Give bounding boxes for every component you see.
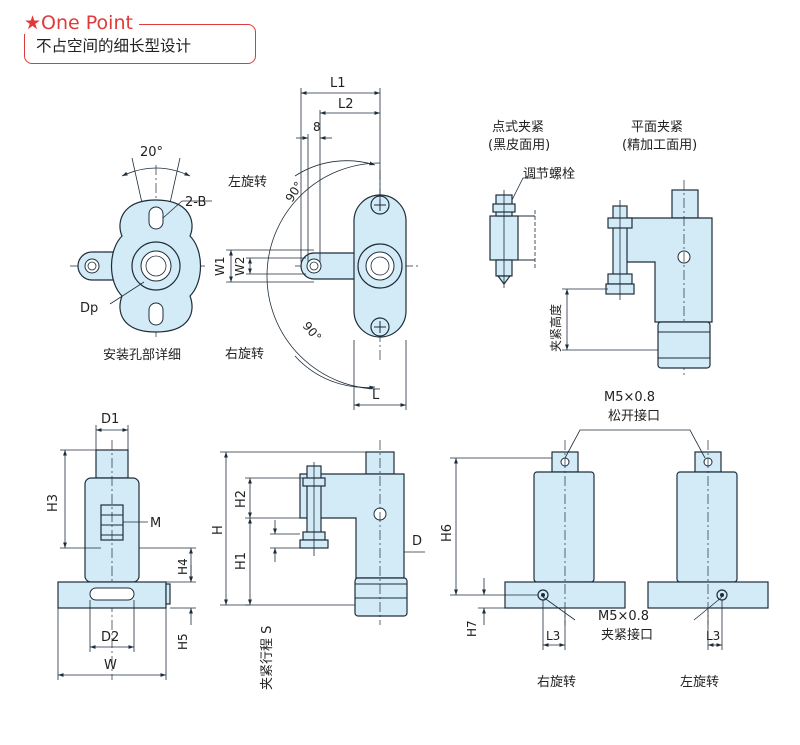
- mounting-hole-detail: [70, 157, 212, 340]
- flat-clamp-sub: (精加工面用): [622, 138, 697, 153]
- release-port-size: M5×0.8: [604, 390, 655, 405]
- h3-label: H3: [46, 494, 61, 512]
- flat-clamp-drawing: [562, 180, 713, 375]
- side-view-arm: [220, 440, 425, 625]
- l1-label: L1: [330, 76, 346, 91]
- h6-label: H6: [440, 524, 455, 542]
- flat-clamp-label: 平面夹紧: [631, 120, 683, 135]
- left-rotation-caption: 左旋转: [680, 675, 719, 690]
- release-port-label: 松开接口: [608, 408, 660, 424]
- w1-label: W1: [213, 257, 227, 277]
- d2-label: D2: [101, 630, 119, 645]
- h4-label: H4: [176, 558, 190, 575]
- one-point-title-text: One Point: [41, 12, 133, 34]
- dim-8-label: 8: [313, 120, 321, 134]
- l-label: L: [372, 388, 380, 403]
- one-point-callout: ★One Point 不占空间的细长型设计: [24, 12, 256, 66]
- one-point-frame: [24, 24, 256, 64]
- h-label: H: [211, 525, 226, 535]
- clamp-port-label: 夹紧接口: [601, 627, 653, 643]
- h7-label: H7: [465, 620, 479, 637]
- point-clamp-label: 点式夹紧: [492, 120, 544, 135]
- right-rotation-caption: 右旋转: [537, 675, 576, 690]
- mounting-detail-caption: 安装孔部详细: [103, 348, 181, 363]
- d1-label: D1: [101, 412, 119, 427]
- clamp-height-label: 夹紧高度: [548, 304, 563, 352]
- stroke-label: 夹紧行程 S: [260, 626, 275, 690]
- h5-label: H5: [176, 633, 190, 650]
- port-views: [450, 429, 769, 650]
- point-clamp-drawing: [489, 177, 540, 288]
- hole-2b-label: 2-B: [185, 195, 206, 210]
- l2-label: L2: [338, 97, 354, 112]
- star-icon: ★: [24, 12, 42, 34]
- one-point-subtitle: 不占空间的细长型设计: [36, 37, 192, 55]
- point-clamp-sub: (黑皮面用): [488, 138, 550, 153]
- m-label: M: [150, 516, 161, 531]
- angle-90-top-label: 90°: [283, 179, 306, 204]
- h2-label: H2: [234, 490, 249, 508]
- left-rotation-label: 左旋转: [228, 175, 267, 190]
- angle-90-bottom-label: 90°: [300, 319, 324, 344]
- one-point-title: ★One Point: [24, 12, 139, 34]
- side-view-front: [57, 425, 196, 680]
- l3-right-label: L3: [706, 629, 720, 643]
- right-rotation-label: 右旋转: [225, 347, 264, 362]
- adjust-bolt-label: 调节螺栓: [523, 167, 575, 182]
- w2-label: W2: [233, 257, 247, 277]
- d-label: D: [412, 534, 422, 549]
- top-view-swing: [226, 88, 420, 410]
- l3-left-label: L3: [546, 629, 560, 643]
- dp-label: Dp: [80, 301, 98, 316]
- w-label: W: [104, 658, 117, 673]
- angle-20-label: 20°: [140, 145, 163, 160]
- clamp-port-size: M5×0.8: [598, 609, 649, 624]
- h1-label: H1: [234, 552, 249, 570]
